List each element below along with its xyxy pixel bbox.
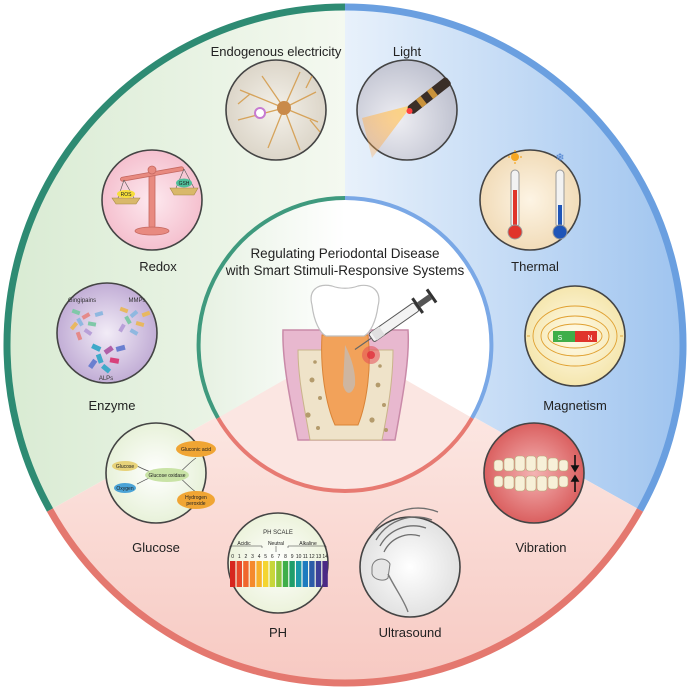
ph-number: 6 [271, 554, 274, 560]
glucose-oxygen: Oxygen [116, 486, 133, 492]
ph-color-strip [322, 561, 328, 587]
glucose-product2-line1: Hydrogen [185, 495, 207, 501]
ph-color-strip [309, 561, 315, 587]
label-ultrasound: Ultrasound [379, 625, 442, 640]
panel-endogenous-electricity: Endogenous electricity [211, 44, 342, 161]
mmp-cluster [118, 306, 151, 336]
ph-acidic-label: Acidic [237, 541, 251, 547]
panel-redox: ROS GSH Redox [101, 149, 203, 274]
ph-number: 3 [251, 554, 254, 560]
ph-color-strip [282, 561, 289, 587]
panel-vibration: Vibration [483, 422, 585, 555]
outer-arc-blue [344, 3, 687, 512]
ph-color-strip [236, 561, 242, 587]
ph-color-strip [276, 561, 282, 587]
label-enzyme: Enzyme [89, 398, 136, 413]
enzyme-mmps: MMPs [129, 298, 146, 304]
ph-number: 1 [238, 554, 241, 560]
ph-number: 5 [264, 554, 267, 560]
central-arc-green [196, 196, 346, 419]
ph-neutral-label: Neutral [268, 541, 284, 547]
enzyme-alps: ALPs [99, 376, 113, 382]
redox-gsh: GSH [179, 181, 190, 187]
glucose-product2-line2: peroxide [186, 501, 205, 507]
panel-thermal: ❄ Thermal [479, 149, 581, 274]
label-thermal: Thermal [511, 259, 559, 274]
glucose-glucose: Glucose [116, 464, 135, 470]
ph-color-strip [269, 561, 275, 587]
central-title-line1: Regulating Periodontal Disease [250, 246, 439, 261]
panel-magnetism: S N Magnetism [524, 285, 626, 413]
sound-waves [371, 507, 439, 553]
ultrasound-probe-icon [371, 558, 409, 613]
ph-number: 7 [278, 554, 281, 560]
field-lines [527, 305, 623, 367]
hot-thermometer-icon [507, 169, 523, 240]
magnet-south: S [558, 335, 563, 342]
panel-enzyme: Gingipains MMPs ALPs Enzyme [56, 282, 158, 413]
enzyme-gingipains: Gingipains [68, 298, 96, 304]
ph-scale-title: PH SCALE [263, 530, 293, 536]
label-endogenous-electricity: Endogenous electricity [211, 44, 342, 59]
ph-number: 14 [322, 554, 328, 560]
gingipain-cluster [69, 308, 104, 341]
ph-color-strip [230, 561, 236, 587]
balance-scale-icon [120, 165, 184, 236]
central-arc-red [216, 416, 474, 493]
ph-number: 13 [316, 554, 322, 560]
cold-thermometer-icon [552, 169, 568, 240]
ph-color-strip [263, 561, 269, 587]
label-vibration: Vibration [515, 540, 566, 555]
label-magnetism: Magnetism [543, 398, 607, 413]
alp-cluster [88, 343, 126, 374]
outer-arc-red [46, 508, 644, 687]
sun-icon [508, 150, 522, 164]
central-panel: Regulating Periodontal Disease with Smar… [196, 196, 494, 493]
central-title-line2: with Smart Stimuli-Responsive Systems [225, 263, 465, 278]
ph-color-strip [289, 561, 295, 587]
redox-ros: ROS [121, 192, 133, 198]
ph-color-strip [315, 561, 322, 587]
ph-number: 8 [284, 554, 287, 560]
ph-number: 11 [303, 554, 308, 560]
central-arc-blue [344, 196, 494, 419]
ph-number: 10 [296, 554, 302, 560]
magnet-north: N [587, 335, 592, 342]
ph-color-strip [243, 561, 249, 587]
tooth-illustration [282, 284, 438, 441]
magnet-icon: S N [553, 331, 597, 342]
ph-number: 0 [231, 554, 234, 560]
glucose-product1: Gluconic acid [181, 447, 211, 453]
syringe-icon [354, 288, 438, 351]
snowflake-icon: ❄ [555, 152, 564, 164]
teeth-icon [493, 455, 569, 492]
ph-number: 4 [258, 554, 261, 560]
ph-color-strip [256, 561, 262, 587]
ph-color-strip [249, 561, 256, 587]
ph-color-strip [302, 561, 308, 587]
ph-number: 9 [291, 554, 294, 560]
glucose-oxidase: Glucose oxidase [149, 473, 186, 479]
panel-glucose: Glucose Oxygen Glucose oxidase Gluconic … [105, 422, 216, 555]
ph-color-strip [296, 561, 302, 587]
label-glucose: Glucose [132, 540, 180, 555]
vibration-arrows-icon [570, 455, 580, 492]
ph-number: 2 [245, 554, 248, 560]
outer-sector-red [50, 345, 640, 684]
ph-alkaline-label: Alkaline [299, 541, 317, 547]
label-ph: PH [269, 625, 287, 640]
ph-number: 12 [309, 554, 315, 560]
panel-light: Light [356, 44, 458, 161]
label-light: Light [393, 44, 422, 59]
light-pen-icon [406, 77, 451, 115]
label-redox: Redox [139, 259, 177, 274]
outer-arc-green [3, 3, 346, 512]
panel-ultrasound: Ultrasound [359, 507, 461, 640]
